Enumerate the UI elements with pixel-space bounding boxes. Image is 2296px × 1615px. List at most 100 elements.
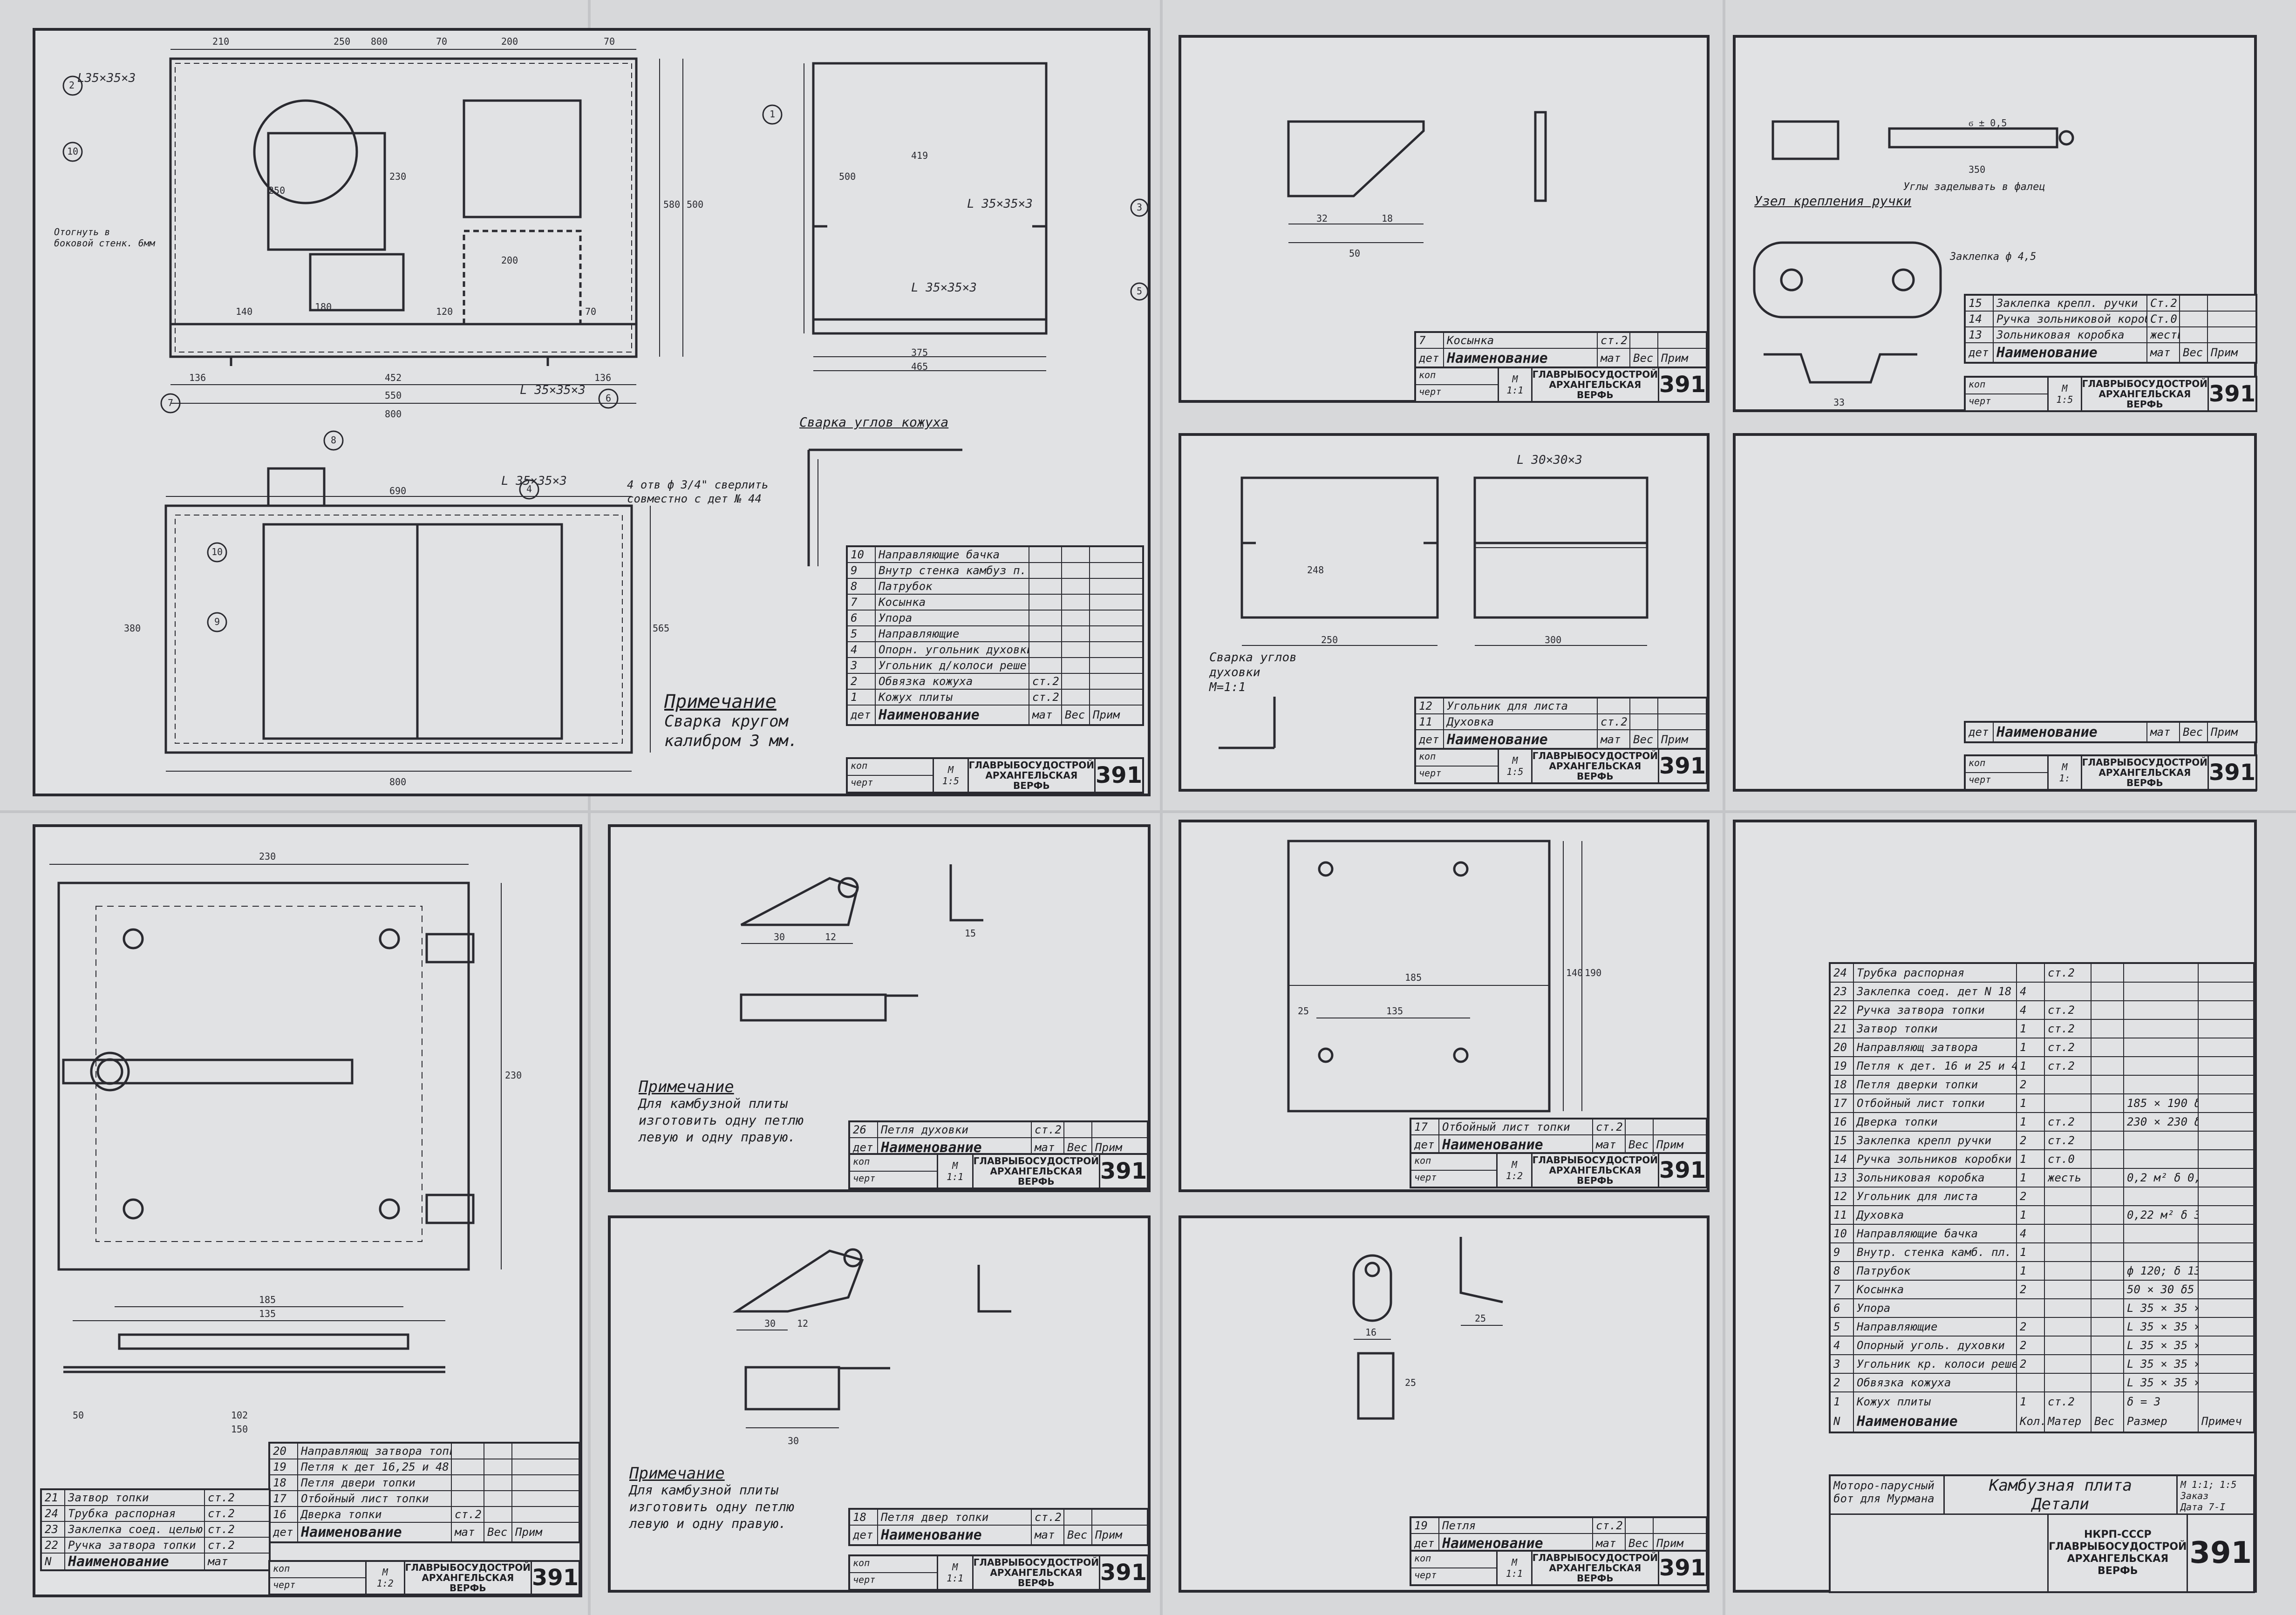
part-number: 20: [270, 1444, 298, 1459]
part-name: Петля двер топки: [878, 1510, 1032, 1525]
spec-number: 5: [1831, 1318, 1854, 1336]
drawing-number: 391: [2189, 1536, 2252, 1570]
stamp-kop: коп: [1416, 368, 1498, 385]
label-hole-note: 4 отв ф 3/4" сверлить совместно с дет № …: [627, 478, 768, 506]
spec-size: [2124, 1150, 2199, 1168]
part-weight: [1630, 699, 1658, 713]
header-name: Наименование: [65, 1554, 205, 1569]
part-name: Направляющие бачка: [876, 547, 1029, 562]
part-weight: [1062, 611, 1090, 625]
svg-text:452: 452: [385, 372, 402, 383]
part-name: Заклепка крепл. ручки: [1994, 296, 2147, 311]
spec-size: δ = 3: [2124, 1392, 2199, 1411]
part-number: 6: [848, 611, 876, 625]
header-material: мат: [1598, 730, 1630, 749]
org-line: ГЛАВРЫБОСУДОСТРОЙ: [973, 1155, 1099, 1167]
spec-number: 11: [1831, 1206, 1854, 1224]
drawing-firebox-door: 230 185 135 230 102 150 50: [49, 851, 522, 1435]
header-material: мат: [452, 1523, 484, 1541]
date-label: Дата 7-I: [2180, 1501, 2226, 1513]
spec-size: [2124, 1225, 2199, 1242]
spec-name: Духовка: [1854, 1206, 2017, 1224]
note-line: изготовить одну петлю: [639, 1113, 804, 1128]
svg-text:30: 30: [764, 1318, 776, 1329]
part-weight: [1062, 595, 1090, 610]
header-weight: Вес: [2180, 343, 2208, 362]
drawing-oven-hinge: 30 12 15: [740, 864, 983, 1022]
org-line: ВЕРФЬ: [1577, 389, 1614, 400]
spec-note: [2199, 1243, 2253, 1261]
spec-material: жесть: [2045, 1169, 2092, 1187]
part-note: [1654, 1518, 1659, 1533]
spec-number: 21: [1831, 1020, 1854, 1038]
header-name: Наименование: [1439, 1135, 1593, 1154]
callout-circles: [62, 75, 1149, 632]
part-name: Ручка зольниковой коробки: [1994, 312, 2147, 326]
spec-material: ст.2: [2045, 1038, 2092, 1056]
spec-size: [2124, 964, 2199, 982]
spec-material: [2045, 1243, 2092, 1261]
part-number: 10: [848, 547, 876, 562]
part-name: Духовка: [1444, 714, 1598, 729]
spec-name: Ручка зольников коробки: [1854, 1150, 2017, 1168]
part-material: ст.2: [208, 1539, 235, 1552]
header-det: дет: [270, 1523, 298, 1541]
hole-note-line2: совместно с дет № 44: [627, 492, 762, 505]
stamp-drawing-number: 391: [1095, 762, 1143, 788]
stamp-drawing-number: 391: [1659, 753, 1706, 779]
header-name: Наименование: [298, 1523, 452, 1541]
part-material: [1029, 626, 1062, 641]
spec-size: ф 120; δ 130: [2124, 1262, 2199, 1280]
stamp-scale-label: М: [1511, 1557, 1517, 1568]
spec-qty: [2017, 964, 2045, 982]
header-note: Прим: [2211, 346, 2238, 359]
part-weight: [1630, 714, 1658, 729]
drawing-ash-box: ϭ ± 0,5 350 33: [1753, 117, 2074, 408]
spec-qty: 4: [2017, 1001, 2045, 1019]
header-n: N: [42, 1554, 65, 1569]
spec-size: [2124, 1076, 2199, 1093]
part-material: ст.2: [208, 1523, 235, 1536]
header-note: Прим: [1661, 733, 1688, 746]
spec-weight: [2092, 1355, 2124, 1373]
spec-qty: [2017, 1299, 2045, 1317]
svg-text:580: 580: [663, 199, 680, 210]
svg-text:150: 150: [231, 1424, 248, 1435]
spec-note: [2199, 1337, 2253, 1354]
spec-material: [2045, 1374, 2092, 1391]
svg-text:200: 200: [501, 255, 518, 266]
svg-text:18: 18: [1382, 213, 1393, 224]
spec-weight: [2092, 1113, 2124, 1131]
part-note: [1090, 563, 1096, 578]
spec-material: ст.2: [2045, 1132, 2092, 1149]
part-note: [1658, 333, 1664, 348]
label-side-bend: Отогнуть в боковой стенк. 6мм: [54, 226, 155, 249]
part-number: 11: [1416, 714, 1444, 729]
spec-name: Опорный уголь. духовки: [1854, 1337, 2017, 1354]
spec-name: Направляющ затвора: [1854, 1038, 2017, 1056]
spec-name: Внутр. стенка камб. пл.: [1854, 1243, 2017, 1261]
